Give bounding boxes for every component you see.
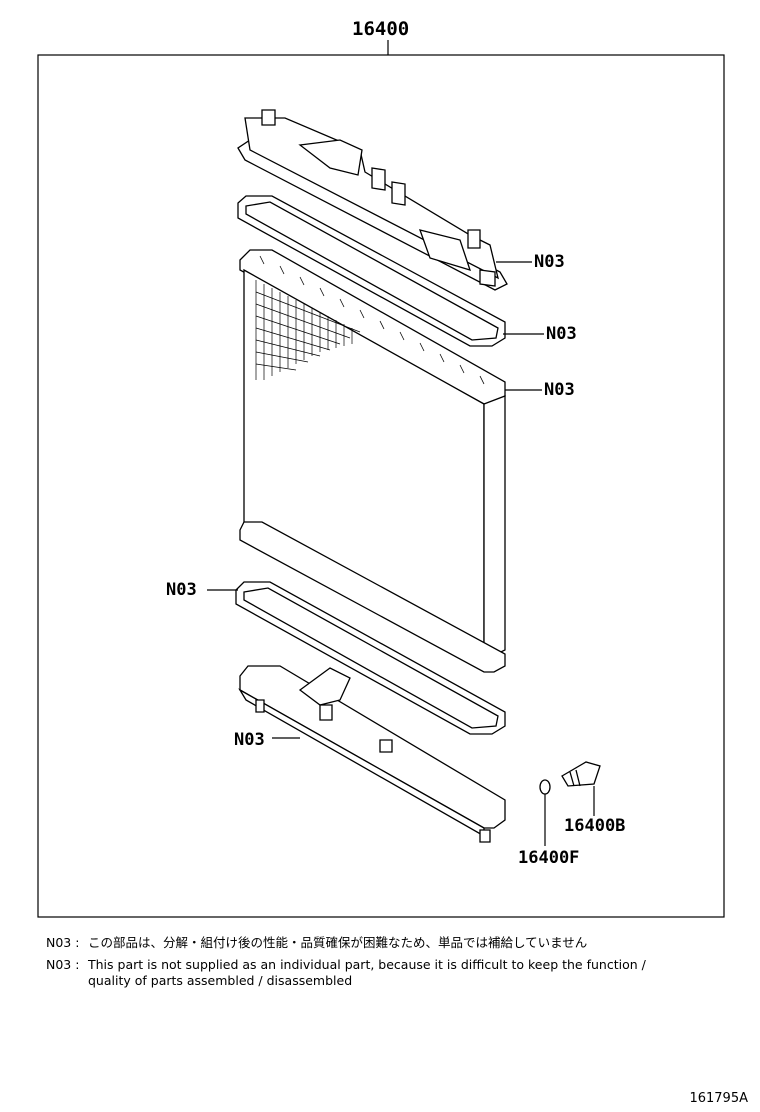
upper-gasket-shape [237, 195, 506, 347]
note-text: This part is not supplied as an individu… [88, 957, 646, 972]
note-code: N03 : [46, 935, 80, 950]
callout-core[interactable]: N03 [544, 380, 575, 400]
core-fin-pattern [255, 280, 361, 380]
lower-gasket-shape [235, 581, 506, 735]
callout-drain-o-ring[interactable]: 16400F [518, 848, 580, 868]
callout-upper-gasket[interactable]: N03 [546, 324, 577, 344]
note-en: N03 : This part is not supplied as an ind… [46, 956, 646, 974]
diagram-frame [37, 54, 725, 918]
callout-lower-tank[interactable]: N03 [234, 730, 265, 750]
assembly-part-number[interactable]: 16400 [352, 18, 410, 40]
callout-drain-cock-plug[interactable]: 16400B [564, 816, 626, 836]
core-header-slots [259, 255, 485, 385]
note-en-cont: quality of parts assembled / disassemble… [46, 972, 352, 990]
radiator-core-shape [239, 249, 506, 673]
callout-lower-gasket[interactable]: N03 [166, 580, 197, 600]
note-text: この部品は、分解・組付け後の性能・品質確保が困難なため、単品では補給していません [88, 935, 588, 950]
note-text: quality of parts assembled / disassemble… [88, 973, 353, 988]
figure-code: 161795A [689, 1091, 748, 1106]
lower-tank-shape [238, 665, 506, 843]
drain-o-ring-shape [539, 779, 551, 795]
callout-upper-tank[interactable]: N03 [534, 252, 565, 272]
drain-cock-plug-shape [561, 761, 601, 787]
callout-leaders [207, 261, 595, 846]
note-jp: N03 : この部品は、分解・組付け後の性能・品質確保が困難なため、単品では補給し… [46, 934, 587, 952]
upper-tank-shape [237, 109, 508, 291]
note-code: N03 : [46, 957, 80, 972]
